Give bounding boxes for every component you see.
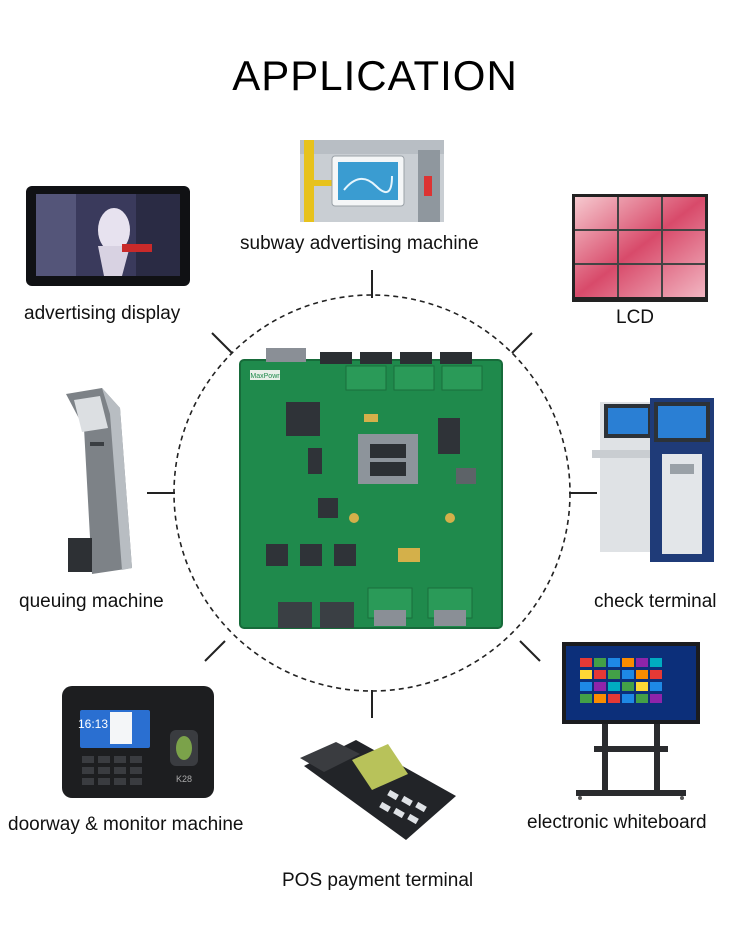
label-doorway-monitor-machine: doorway & monitor machine [8, 814, 244, 835]
label-lcd: LCD [616, 307, 655, 328]
label-queuing-machine: queuing machine [19, 591, 164, 612]
label-pos-payment-terminal: POS payment terminal [282, 870, 474, 891]
video-wall-icon [572, 194, 708, 302]
label-subway-advertising-machine: subway advertising machine [240, 233, 479, 254]
pos-terminal-icon [300, 740, 456, 840]
connector-bottom-left [204, 640, 226, 662]
queue-kiosk-icon [66, 388, 132, 574]
motherboard-icon: MaxPowr [239, 348, 503, 629]
board-marking: MaxPowr [250, 373, 280, 380]
interactive-whiteboard-icon [562, 642, 700, 800]
connector-top-left [211, 332, 233, 354]
self-service-kiosk-icon [592, 398, 714, 562]
board-logo-plate [250, 370, 280, 380]
tablet-display-icon [26, 186, 190, 286]
clock-readout: 16:13 [78, 717, 108, 731]
fingerprint-terminal-icon: 16:13 K28 [62, 686, 214, 798]
page-title: APPLICATION [232, 52, 518, 99]
connector-bottom-right [519, 640, 541, 662]
label-advertising-display: advertising display [24, 303, 181, 324]
connector-top-right [511, 332, 533, 354]
subway-screen-icon [300, 140, 444, 222]
label-electronic-whiteboard: electronic whiteboard [527, 812, 707, 833]
label-check-terminal: check terminal [594, 591, 717, 612]
model-label: K28 [176, 774, 192, 784]
